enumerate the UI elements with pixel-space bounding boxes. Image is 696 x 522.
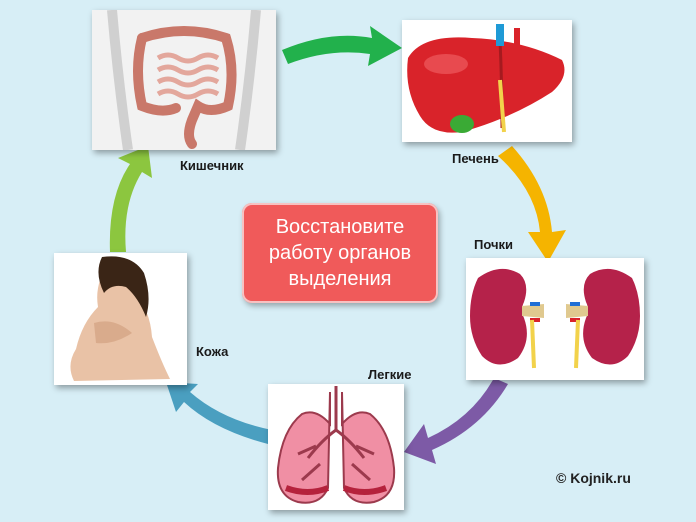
label-lungs: Легкие	[368, 367, 412, 382]
arrow-kidneys-to-lungs	[404, 378, 508, 464]
label-liver: Печень	[452, 151, 499, 166]
kidneys-illustration	[470, 268, 640, 369]
copyright: © Kojnik.ru	[556, 470, 631, 486]
skin-illustration	[54, 253, 187, 385]
lungs-card	[268, 384, 404, 510]
center-line-1: Восстановите	[275, 216, 405, 238]
label-kidneys: Почки	[474, 237, 514, 252]
skin-card	[54, 253, 187, 385]
liver-card	[402, 20, 572, 142]
intestine-illustration	[92, 10, 276, 150]
label-skin: Кожа	[196, 344, 229, 359]
intestine-card	[92, 10, 276, 150]
center-message: Восстановите работу органов выделения	[242, 203, 438, 303]
liver-illustration	[407, 24, 565, 133]
label-intestine: Кишечник	[180, 158, 244, 173]
center-line-2: работу органов	[268, 242, 412, 264]
kidneys-card	[466, 258, 644, 380]
arrow-liver-to-kidneys	[498, 146, 566, 262]
arrow-intestine-to-liver	[282, 26, 402, 66]
arrow-lungs-to-skin	[166, 382, 272, 444]
center-line-3: выделения	[288, 268, 392, 290]
arrow-skin-to-intestine	[109, 146, 152, 252]
lungs-illustration	[276, 386, 396, 504]
